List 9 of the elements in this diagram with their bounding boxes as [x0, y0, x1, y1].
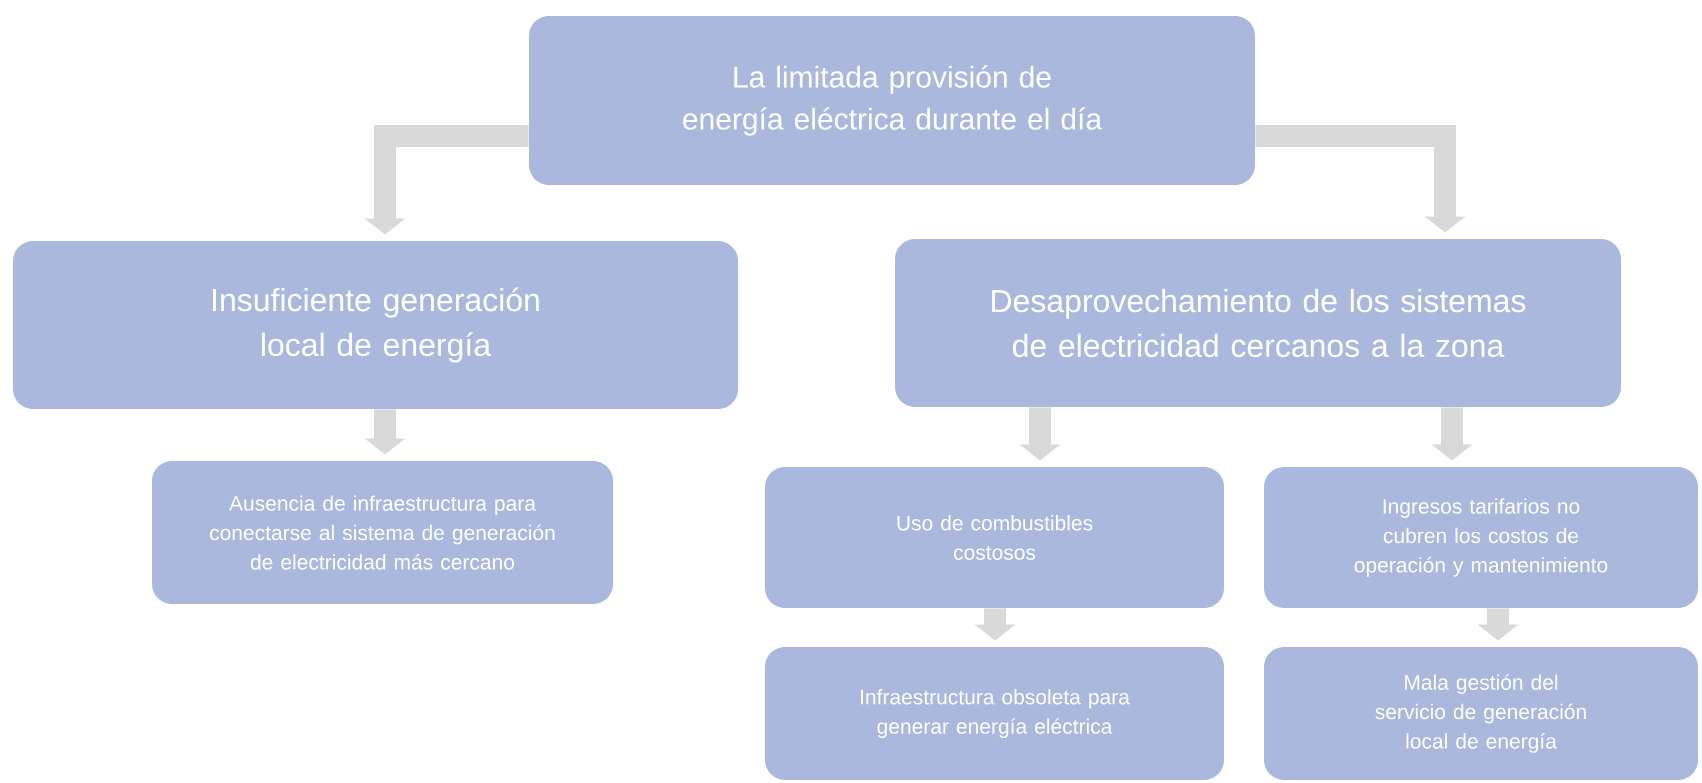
cause-box: Mala gestión del servicio de generación local de energía	[1264, 647, 1698, 780]
cause-box: Desaprovechamiento de los sistemas de electricidad cercanos a la zona	[895, 239, 1621, 407]
cause-box: Insuficiente generación local de energía	[13, 241, 738, 409]
cause-box: Ingresos tarifarios no cubren los costos de operación y mantenimiento	[1264, 467, 1698, 608]
cause-box: La limitada provisión de energía eléctrica durante el día	[529, 16, 1255, 185]
cause-box: Uso de combustibles costosos	[765, 467, 1224, 608]
arrow	[1255, 125, 1466, 233]
cause-box: Infraestructura obsoleta para generar energía eléctrica	[765, 647, 1224, 780]
cause-box: Ausencia de infraestructura para conectarse al sistema de generación de electricidad más cercano	[152, 461, 613, 604]
